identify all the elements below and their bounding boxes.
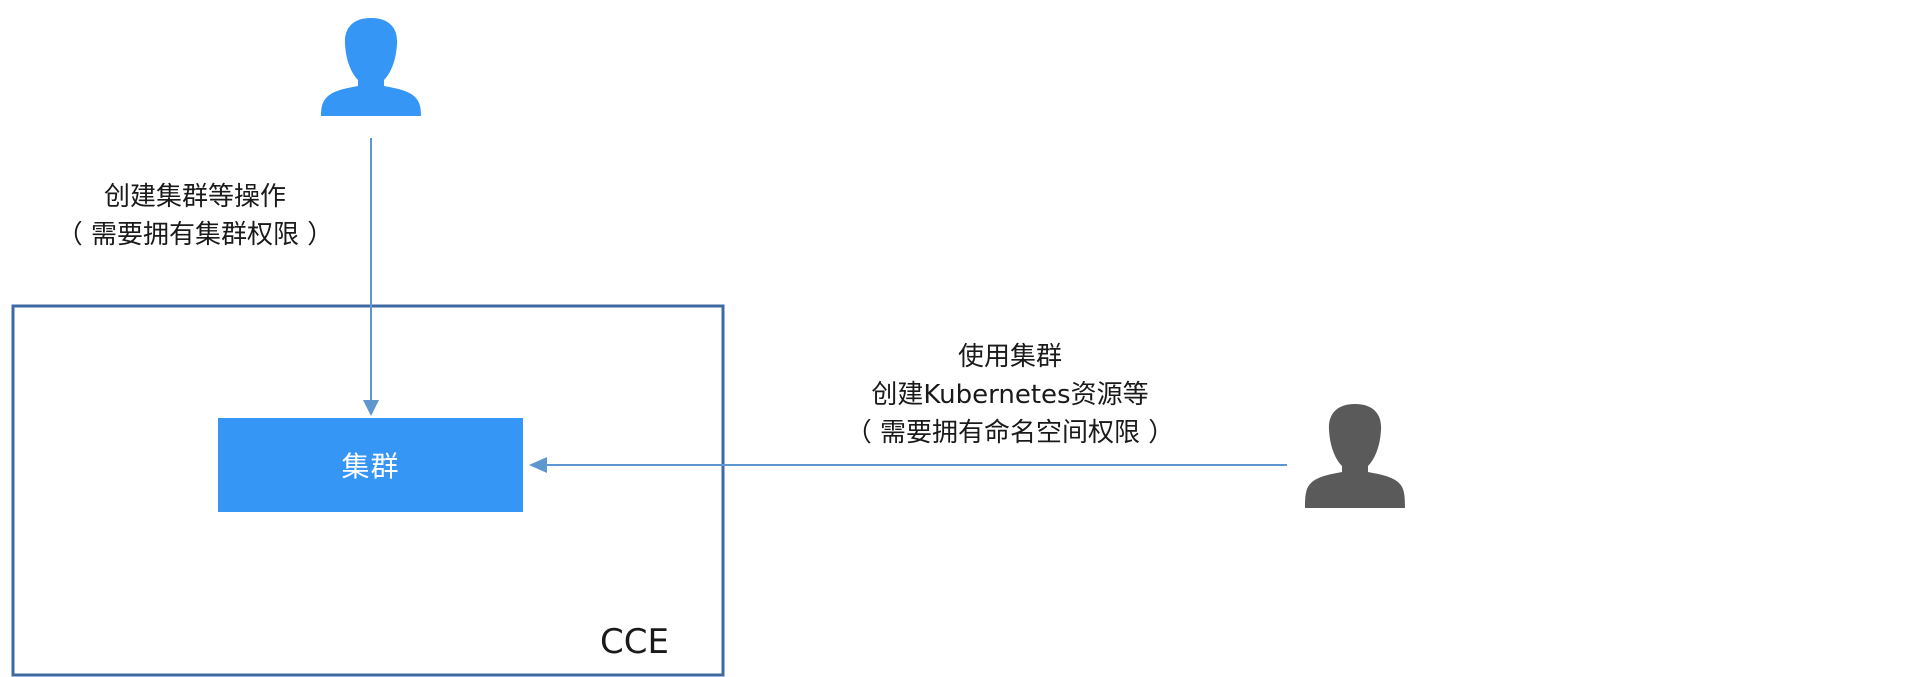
cluster-label: 集群 (341, 450, 400, 483)
admin-action-line1: 创建集群等操作 (103, 182, 286, 212)
user-action-label: 使用集群 创建Kubernetes资源等 （ 需要拥有命名空间权限 ） (820, 338, 1200, 452)
admin-action-line2: （ 需要拥有集群权限 ） (56, 220, 334, 250)
admin-to-cluster-arrowhead (363, 400, 379, 416)
namespace-user-icon (1305, 404, 1405, 508)
cluster-box-shape (218, 418, 523, 512)
user-to-cluster-arrowhead (529, 457, 547, 473)
cce-container-label: CCE (600, 622, 669, 662)
admin-action-label: 创建集群等操作 （ 需要拥有集群权限 ） (30, 178, 360, 254)
cluster-box: 集群 (218, 418, 523, 512)
user-action-line2: 创建Kubernetes资源等 (871, 380, 1149, 410)
user-action-line3: （ 需要拥有命名空间权限 ） (845, 418, 1175, 448)
admin-user-icon (321, 18, 421, 116)
user-action-line1: 使用集群 (957, 342, 1062, 372)
